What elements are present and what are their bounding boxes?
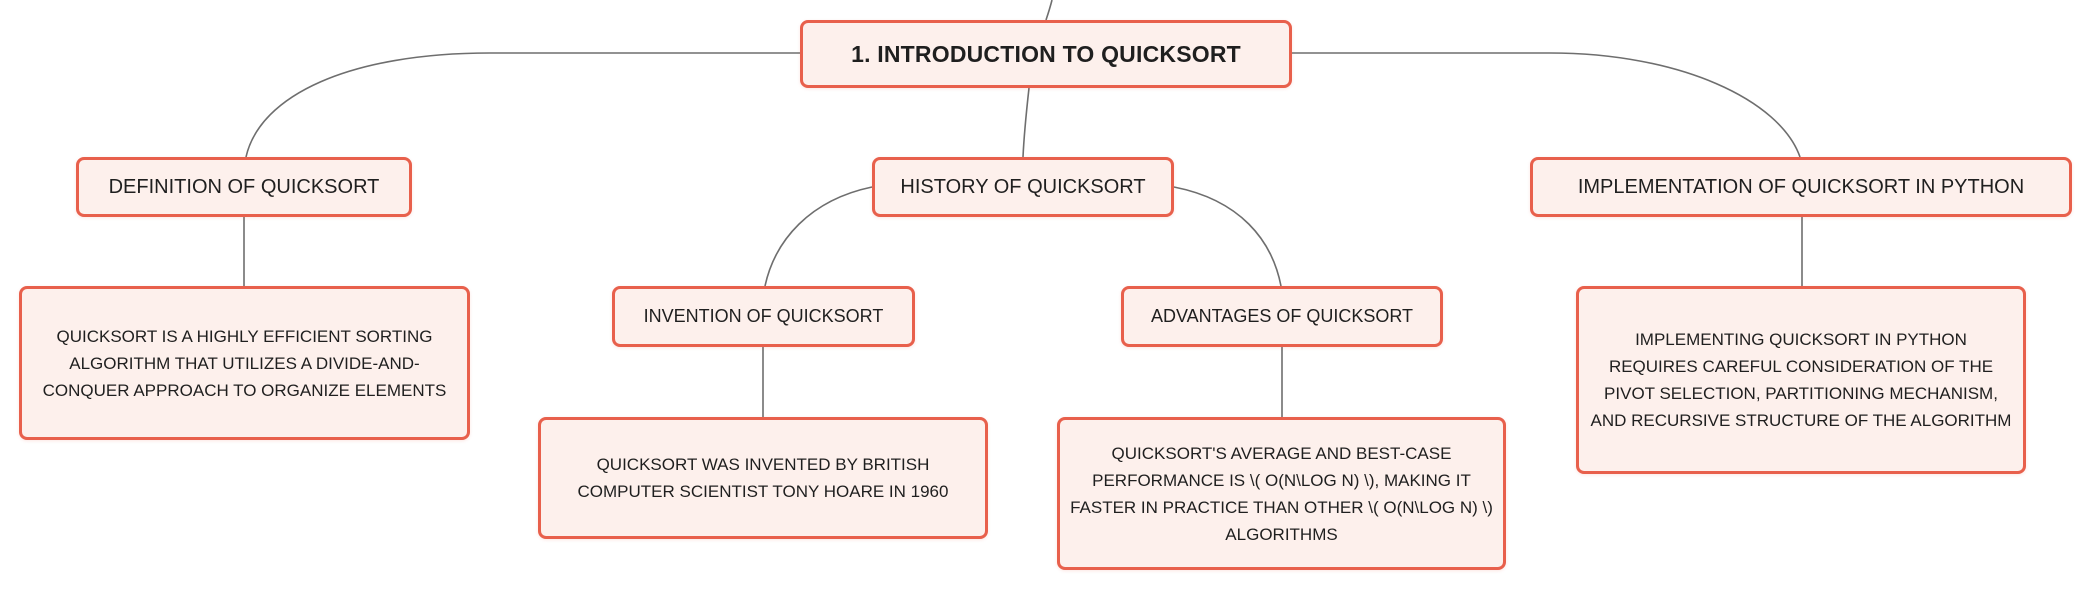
implementation-topic-node[interactable]: IMPLEMENTATION OF QUICKSORT IN PYTHON [1530, 157, 2072, 217]
implementation-detail-text: IMPLEMENTING QUICKSORT IN PYTHON REQUIRE… [1590, 330, 2012, 430]
edge-parent-to-root [1045, 0, 1053, 21]
edge-history-to-advantages [1173, 186, 1282, 287]
root-topic-label: 1. INTRODUCTION TO QUICKSORT [851, 40, 1241, 67]
edge-root-to-implementation [1291, 52, 1801, 158]
advantages-detail-node[interactable]: QUICKSORT'S AVERAGE AND BEST-CASE PERFOR… [1057, 417, 1506, 570]
implementation-topic-label: IMPLEMENTATION OF QUICKSORT IN PYTHON [1577, 175, 2025, 198]
history-topic-label: HISTORY OF QUICKSORT [900, 175, 1146, 198]
edge-root-to-history [1022, 87, 1030, 158]
definition-detail-text: QUICKSORT IS A HIGHLY EFFICIENT SORTING … [42, 326, 447, 400]
implementation-detail-node[interactable]: IMPLEMENTING QUICKSORT IN PYTHON REQUIRE… [1576, 286, 2026, 474]
definition-detail-node[interactable]: QUICKSORT IS A HIGHLY EFFICIENT SORTING … [19, 286, 470, 440]
invention-detail-node[interactable]: QUICKSORT WAS INVENTED BY BRITISH COMPUT… [538, 417, 988, 539]
edge-root-to-definition [245, 52, 800, 158]
definition-topic-label: DEFINITION OF QUICKSORT [108, 175, 380, 198]
invention-topic-label: INVENTION OF QUICKSORT [643, 306, 884, 326]
history-topic-node[interactable]: HISTORY OF QUICKSORT [872, 157, 1174, 217]
advantages-detail-text: QUICKSORT'S AVERAGE AND BEST-CASE PERFOR… [1070, 443, 1493, 544]
invention-detail-text: QUICKSORT WAS INVENTED BY BRITISH COMPUT… [577, 455, 949, 501]
advantages-topic-node[interactable]: ADVANTAGES OF QUICKSORT [1121, 286, 1443, 347]
invention-topic-node[interactable]: INVENTION OF QUICKSORT [612, 286, 915, 347]
root-topic-node[interactable]: 1. INTRODUCTION TO QUICKSORT [800, 20, 1292, 88]
advantages-topic-label: ADVANTAGES OF QUICKSORT [1150, 306, 1414, 326]
edge-history-to-invention [764, 186, 873, 287]
definition-topic-node[interactable]: DEFINITION OF QUICKSORT [76, 157, 412, 217]
